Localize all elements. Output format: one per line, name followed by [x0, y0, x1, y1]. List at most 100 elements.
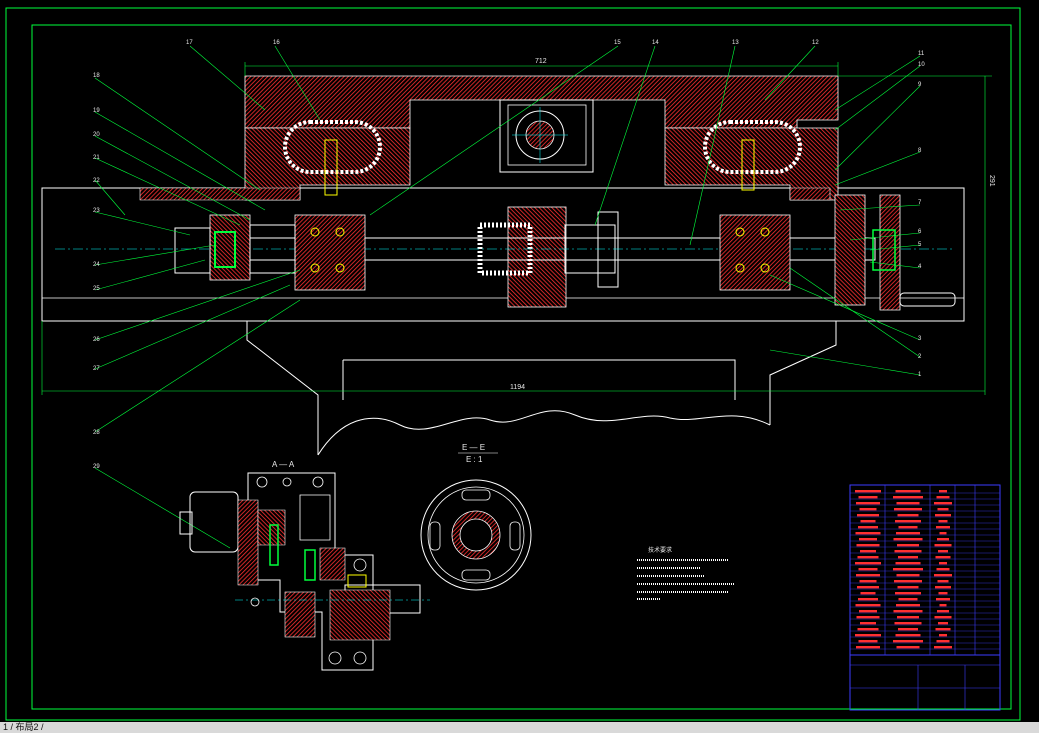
parts-list-entry — [855, 634, 881, 637]
parts-list-entry — [858, 526, 878, 529]
flange-outer — [420, 479, 532, 591]
parts-list-entry — [937, 610, 949, 613]
parts-list-entry — [859, 508, 877, 511]
parts-list-entry — [893, 568, 923, 571]
parts-list-entry — [896, 574, 920, 577]
part-label-10: 10 — [918, 62, 925, 68]
parts-list-entry — [936, 598, 950, 601]
parts-list-entry — [858, 568, 878, 571]
spring-housing — [507, 206, 567, 308]
parts-list-entry — [937, 538, 949, 541]
drawing-frame — [31, 24, 1012, 710]
part-label-14: 14 — [652, 40, 659, 46]
parts-list-entry — [939, 562, 947, 565]
parts-list-entry — [897, 616, 919, 619]
parts-list-entry — [936, 526, 950, 529]
parts-list-entry — [938, 520, 948, 523]
parts-list-entry — [897, 514, 919, 517]
part-label-11: 11 — [918, 51, 925, 57]
right-ball-nut — [703, 120, 802, 174]
parts-list-entry — [860, 592, 876, 595]
parts-list-entry — [898, 556, 918, 559]
parts-list-entry — [858, 496, 878, 499]
parts-list-entry — [935, 586, 951, 589]
parts-list-entry — [895, 562, 921, 565]
parts-list-entry — [893, 610, 923, 613]
parts-list-entry — [895, 634, 921, 637]
technical-notes: 技术要求 — [637, 546, 735, 600]
parts-list-entry — [894, 622, 922, 625]
handwheel[interactable] — [879, 194, 901, 311]
bed-strip — [139, 187, 831, 201]
base-body — [41, 187, 965, 322]
parts-list-entry — [934, 544, 952, 547]
parts-list-entry — [935, 514, 951, 517]
layout-tab-bar[interactable]: 1 / 布局2 / — [0, 722, 1039, 733]
parts-list-entry — [856, 502, 880, 505]
parts-list-entry — [939, 532, 947, 535]
dim-height: 291 — [988, 175, 995, 187]
parts-list-entry — [939, 604, 947, 607]
parts-list-entry — [859, 580, 877, 583]
parts-list-entry — [934, 646, 952, 649]
parts-list-entry — [936, 496, 950, 499]
parts-list-entry — [938, 622, 948, 625]
parts-list-entry — [935, 556, 951, 559]
parts-list-entry — [934, 502, 952, 505]
part-label-12: 12 — [812, 40, 819, 46]
part-label-9: 9 — [918, 82, 922, 88]
parts-list-entry — [939, 490, 947, 493]
parts-list-entry — [860, 622, 876, 625]
parts-list-entry — [856, 646, 880, 649]
parts-list-entry — [897, 544, 919, 547]
part-label-7: 7 — [918, 200, 922, 206]
end-cap — [834, 194, 866, 306]
part-label-13: 13 — [732, 40, 739, 46]
parts-list-entry — [896, 646, 920, 649]
parts-list-entry — [855, 604, 881, 607]
part-label-20: 20 — [93, 132, 100, 138]
part-label-8: 8 — [918, 148, 922, 154]
parts-list-entry — [855, 532, 881, 535]
parts-list-entry — [859, 610, 877, 613]
parts-list-entry — [895, 490, 921, 493]
part-label-16: 16 — [273, 40, 280, 46]
parts-list-entry — [898, 598, 918, 601]
parts-list-entry — [856, 574, 880, 577]
part-label-5: 5 — [918, 242, 922, 248]
parts-list-entry — [893, 640, 923, 643]
parts-list-entry — [895, 592, 921, 595]
lower-support — [246, 321, 837, 455]
parts-list-entry — [936, 640, 950, 643]
section-aa-view: A — A — [179, 460, 430, 671]
part-label-21: 21 — [93, 155, 100, 161]
part-label-18: 18 — [93, 73, 100, 79]
motor — [189, 491, 239, 553]
parts-list-entry — [857, 586, 879, 589]
part-label-23: 23 — [93, 208, 100, 214]
right-bearing-housing — [719, 214, 791, 291]
parts-list-entry — [893, 496, 923, 499]
parts-list-entry — [938, 592, 948, 595]
section-ee-label: E — E — [462, 443, 485, 452]
dim-top-length: 712 — [535, 58, 547, 65]
leaders — [94, 45, 921, 549]
section-aa-label: A — A — [272, 460, 295, 469]
parts-list-entry — [937, 580, 949, 583]
parts-list-entry — [894, 580, 922, 583]
parts-list-table — [849, 484, 1001, 711]
handle[interactable] — [899, 292, 956, 307]
part-label-26: 26 — [93, 337, 100, 343]
layout-tab-label[interactable]: 1 / 布局2 / — [3, 722, 44, 732]
parts-list-entry — [857, 556, 879, 559]
left-bearing-housing — [294, 214, 366, 291]
main-assembly-view — [41, 75, 965, 456]
parts-list-entry — [936, 568, 950, 571]
part-label-19: 19 — [93, 108, 100, 114]
dim-overall-length: 1194 — [510, 384, 525, 391]
part-label-27: 27 — [93, 366, 100, 372]
parts-list-entry — [860, 550, 876, 553]
part-label-6: 6 — [918, 229, 922, 235]
section-ee-scale: E : 1 — [466, 455, 483, 464]
